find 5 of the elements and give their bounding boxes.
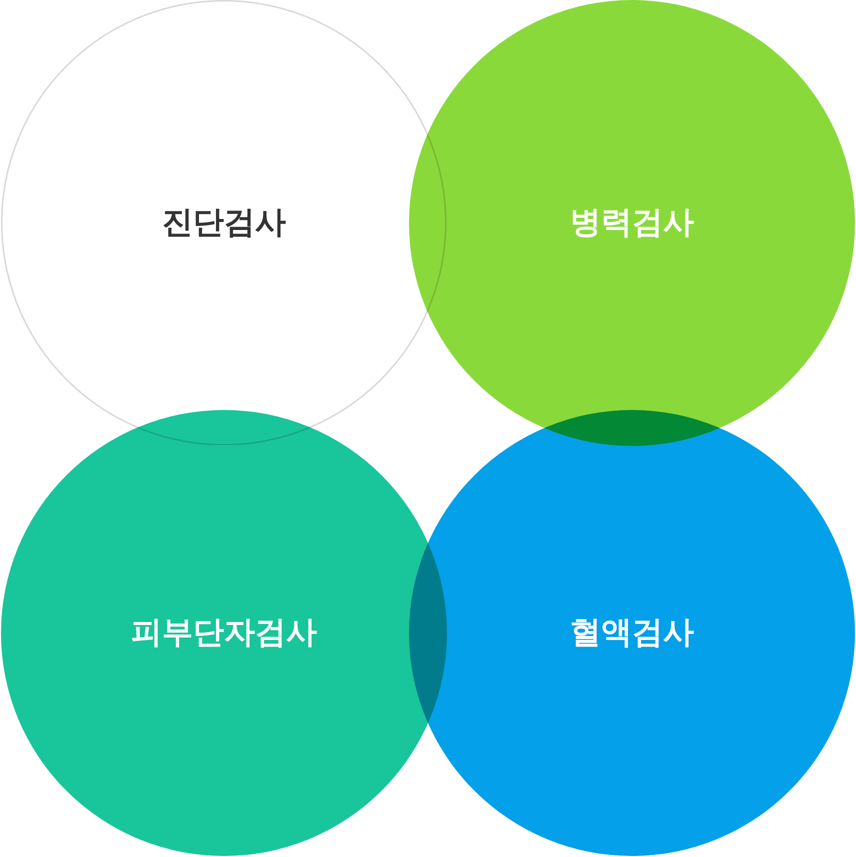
circle-label: 병력검사 bbox=[570, 204, 694, 242]
circle-label: 진단검사 bbox=[162, 204, 286, 242]
venn-circle bbox=[409, 410, 855, 856]
circle-label: 피부단자검사 bbox=[131, 614, 317, 652]
circle-label: 혈액검사 bbox=[570, 614, 694, 652]
